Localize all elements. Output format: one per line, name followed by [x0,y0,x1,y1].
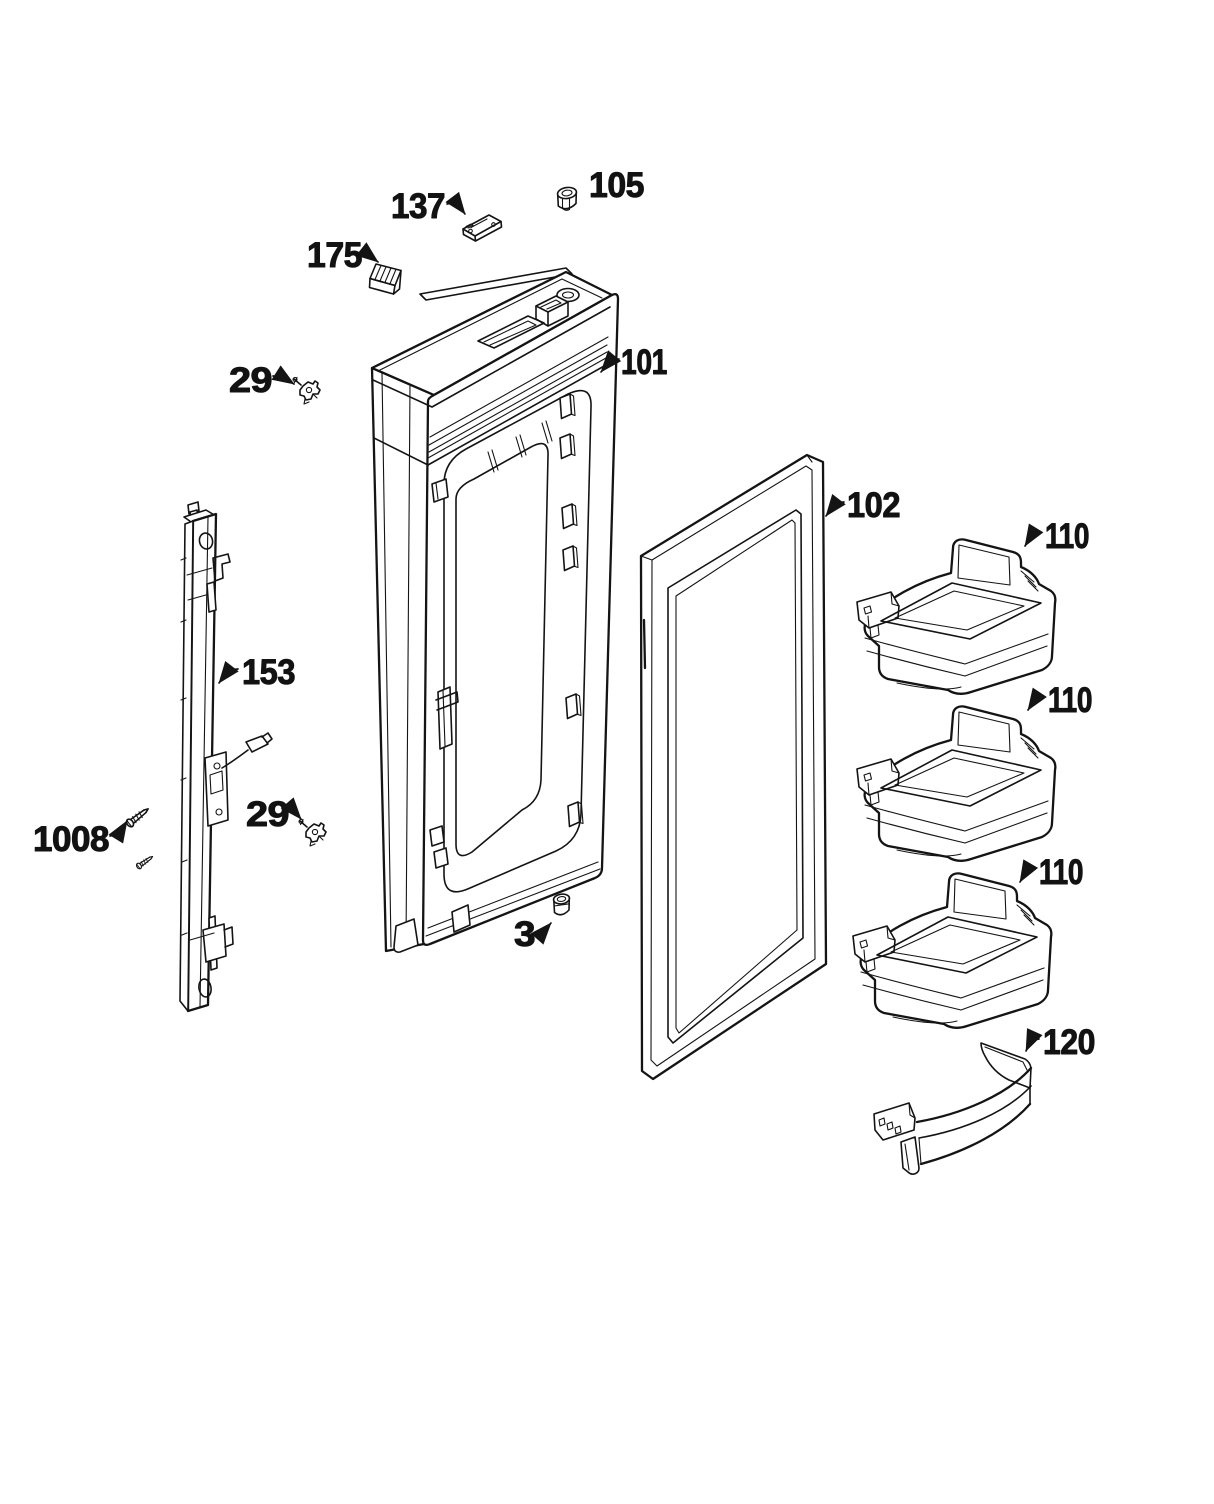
bottom-plug-drawing [552,893,571,916]
leader-29-upper [271,365,295,385]
door-bin-middle-drawing [855,705,1057,862]
part-label-101: 101 [621,343,667,382]
leader-101 [600,350,622,373]
part-label-29-lower: 29 [246,795,289,834]
leader-110-bottom [1019,859,1039,883]
part-label-120: 120 [1043,1023,1095,1062]
screw-upper-drawing [124,804,152,829]
door-gasket-drawing [639,453,828,1081]
clip-lower-drawing [298,818,327,847]
door-bin-top-drawing [855,538,1057,695]
leader-102 [825,493,846,517]
part-label-3: 3 [514,915,535,954]
leader-110-middle [1027,687,1047,711]
leader-110-top [1024,523,1044,547]
part-label-110-middle: 110 [1048,681,1092,720]
part-label-105: 105 [589,166,644,205]
hinge-rail-drawing [179,501,273,1013]
callout-leaders [108,191,1047,1052]
spacer-block-drawing [368,263,402,295]
leader-175 [356,242,379,263]
leader-137 [445,191,466,215]
leader-29-lower [280,797,302,820]
callout-labels: 137 105 175 29 101 102 110 110 110 153 1… [33,166,1097,1063]
mounting-plate-drawing [462,214,503,242]
leader-153 [218,660,239,684]
part-label-110-top: 110 [1045,517,1089,556]
part-label-110-bottom: 110 [1039,853,1083,892]
part-label-102: 102 [847,486,900,525]
part-label-137: 137 [391,187,445,226]
door-bin-bottom-drawing [851,872,1053,1029]
leader-3 [530,922,552,945]
plug-pin-drawing [556,186,578,211]
door-panel-drawing [370,267,620,953]
part-label-175: 175 [307,236,362,275]
leader-120 [1025,1028,1043,1052]
leader-1008 [108,820,128,844]
part-label-1008: 1008 [33,820,109,859]
part-label-29-upper: 29 [229,361,272,400]
clip-upper-drawing [292,376,321,405]
part-label-153: 153 [242,653,295,692]
screw-lower-drawing [134,853,155,871]
door-tray-drawing [873,1042,1033,1175]
door-slot-row [559,393,584,828]
wire-harness [221,749,249,769]
